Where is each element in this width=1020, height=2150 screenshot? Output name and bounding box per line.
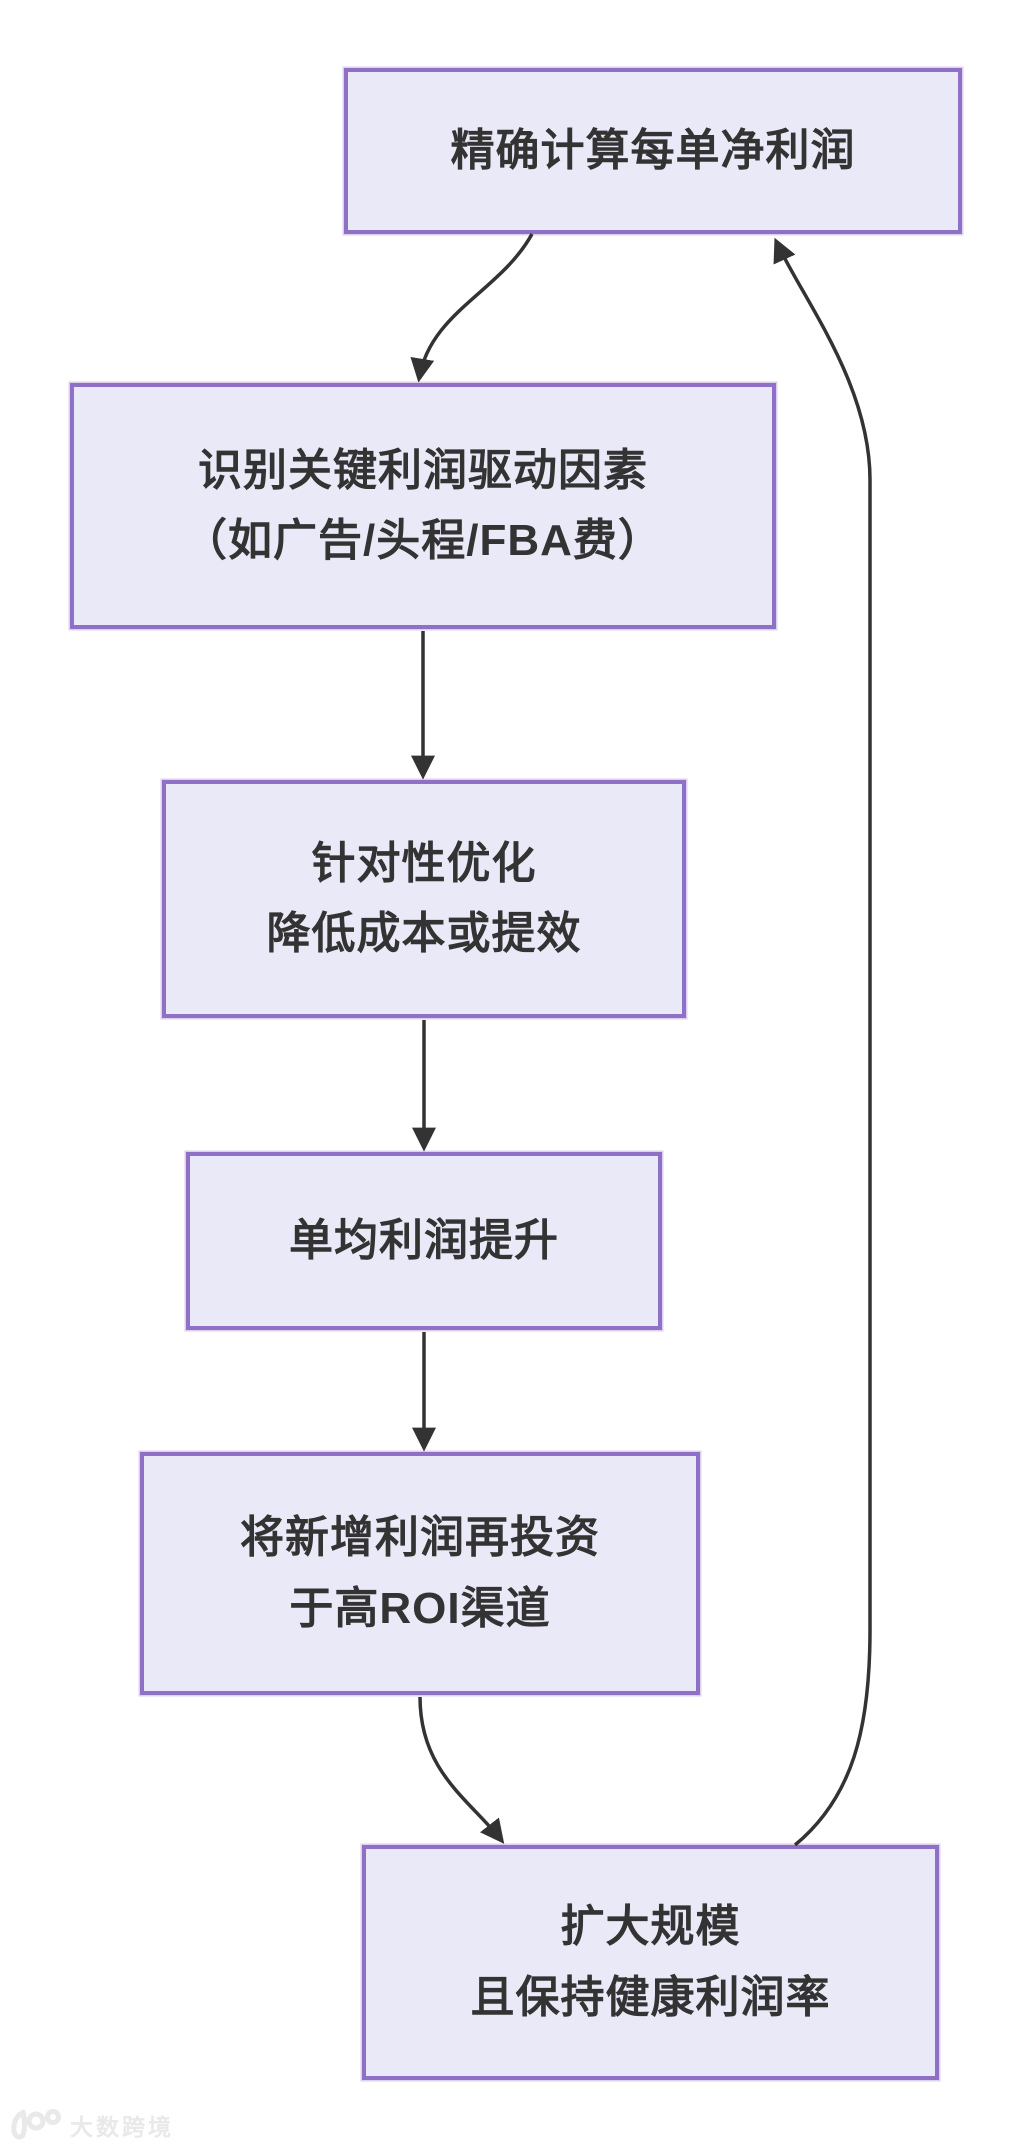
edge-E-F bbox=[418, 1696, 505, 1844]
node-targeted-optimization: 针对性优化 降低成本或提效 bbox=[162, 780, 686, 1018]
watermark-100-logo-icon bbox=[11, 2109, 61, 2140]
watermark: 大数跨境 bbox=[10, 2108, 174, 2142]
node-identify-profit-drivers: 识别关键利润驱动因素 （如广告/头程/FBA费） bbox=[70, 383, 776, 629]
node-calculate-net-profit: 精确计算每单净利润 bbox=[344, 68, 962, 234]
watermark-text: 大数跨境 bbox=[70, 2114, 174, 2140]
node-scale-up-healthy-margin: 扩大规模 且保持健康利润率 bbox=[362, 1845, 939, 2080]
edge-A-B bbox=[410, 233, 534, 383]
node-reinvest-high-roi: 将新增利润再投资 于高ROI渠道 bbox=[140, 1452, 700, 1695]
edge-F-A-loop bbox=[773, 237, 872, 1847]
node-per-order-profit-up: 单均利润提升 bbox=[186, 1152, 662, 1330]
